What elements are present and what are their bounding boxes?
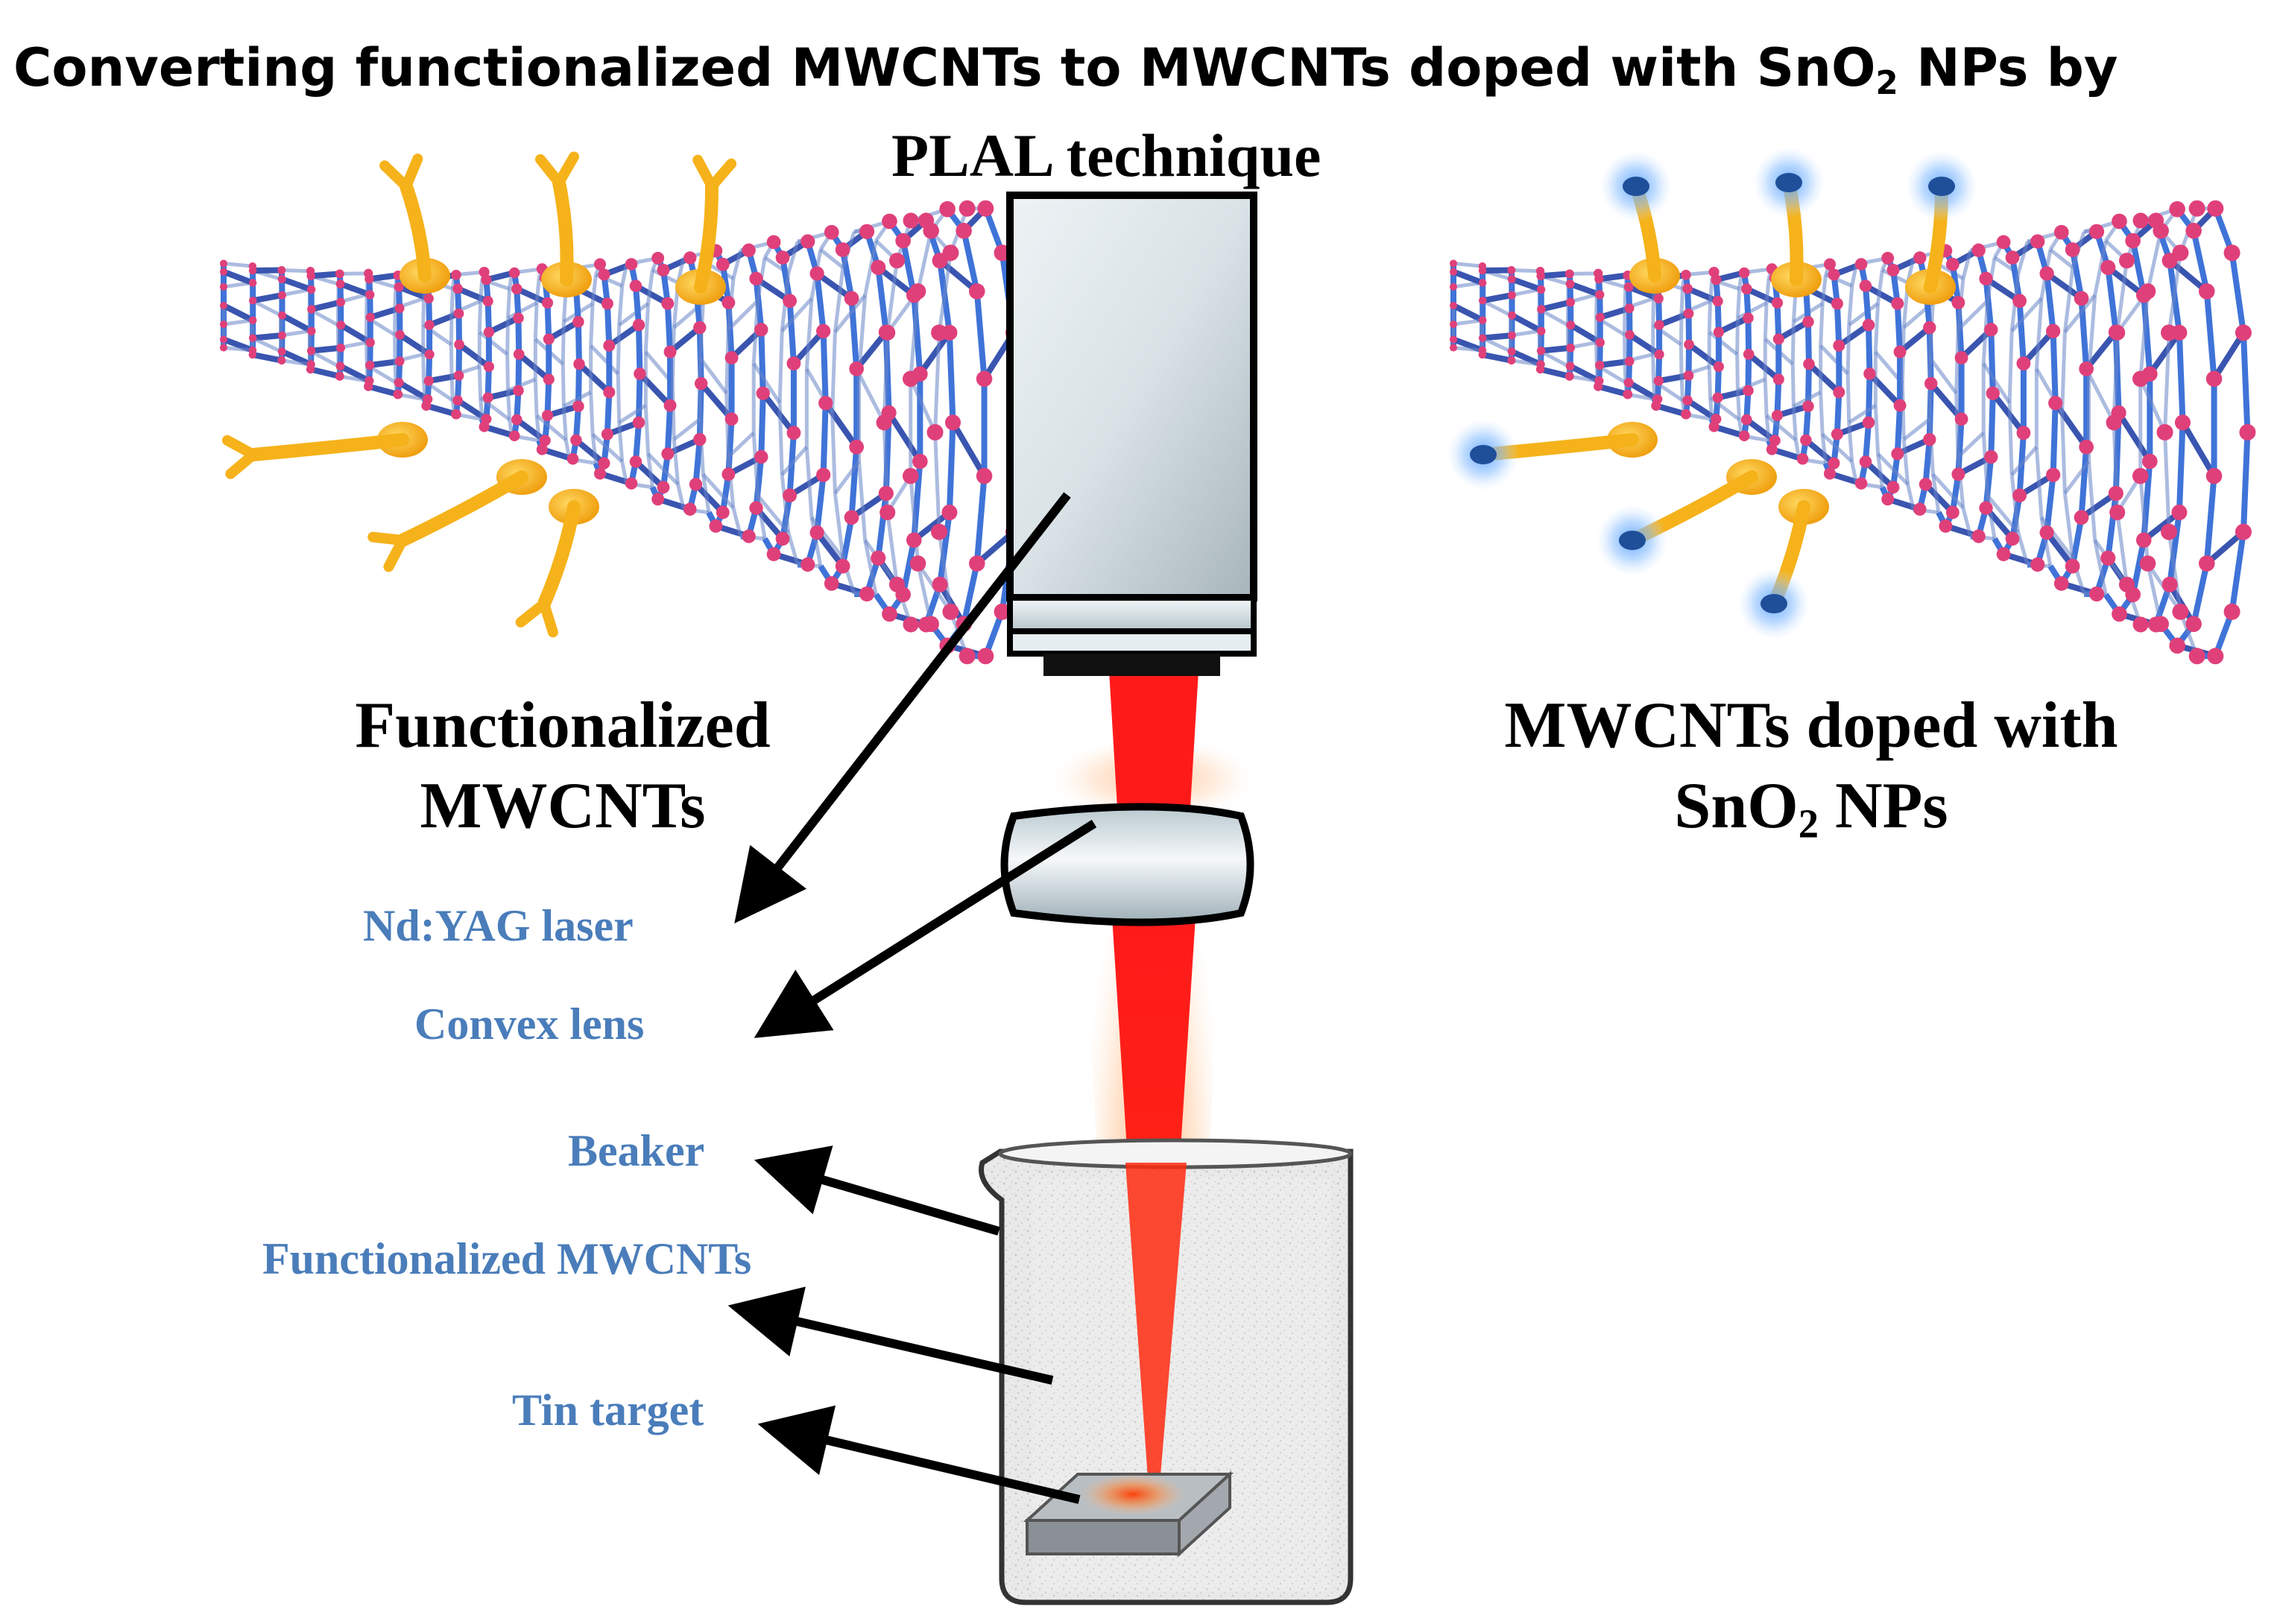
convex-lens [1000, 803, 1254, 926]
label-convex-lens: Convex lens [414, 999, 645, 1049]
label-tin-target: Tin target [512, 1386, 704, 1435]
doped-nanotube-illustration [1447, 147, 2256, 665]
diagram-title-line2: PLAL technique [891, 121, 1321, 189]
arrow-laser [734, 492, 1071, 923]
nd-yag-laser [1006, 192, 1257, 676]
functionalized-mwcnts-caption: Functionalized MWCNTs [287, 686, 839, 847]
nanotube-atoms [1450, 200, 2256, 665]
tin-target [1023, 1470, 1234, 1558]
functional-groups [1447, 147, 1977, 639]
doped-mwcnts-caption: MWCNTs doped with SnO2 NPs [1401, 686, 2221, 847]
caption-line: MWCNTs [420, 770, 706, 842]
arrow-beaker [754, 1146, 1000, 1236]
caption-line: MWCNTs doped with [1504, 689, 2118, 762]
arrow-target [757, 1405, 1081, 1504]
diagram-title-line1: Converting functionalized MWCNTs to MWCN… [13, 37, 2118, 102]
beaker [979, 1138, 1354, 1605]
label-nd-yag-laser: Nd:YAG laser [363, 901, 634, 950]
label-beaker: Beaker [568, 1126, 705, 1175]
arrow-medium [727, 1286, 1054, 1385]
caption-line: SnO2 NPs [1674, 770, 1948, 847]
functionalized-nanotube-illustration [220, 151, 1026, 665]
label-functionalized-mwcnts: Functionalized MWCNTs [262, 1234, 752, 1283]
functional-groups [221, 151, 737, 638]
caption-line: Functionalized [355, 689, 771, 762]
arrow-lens [754, 819, 1097, 1038]
